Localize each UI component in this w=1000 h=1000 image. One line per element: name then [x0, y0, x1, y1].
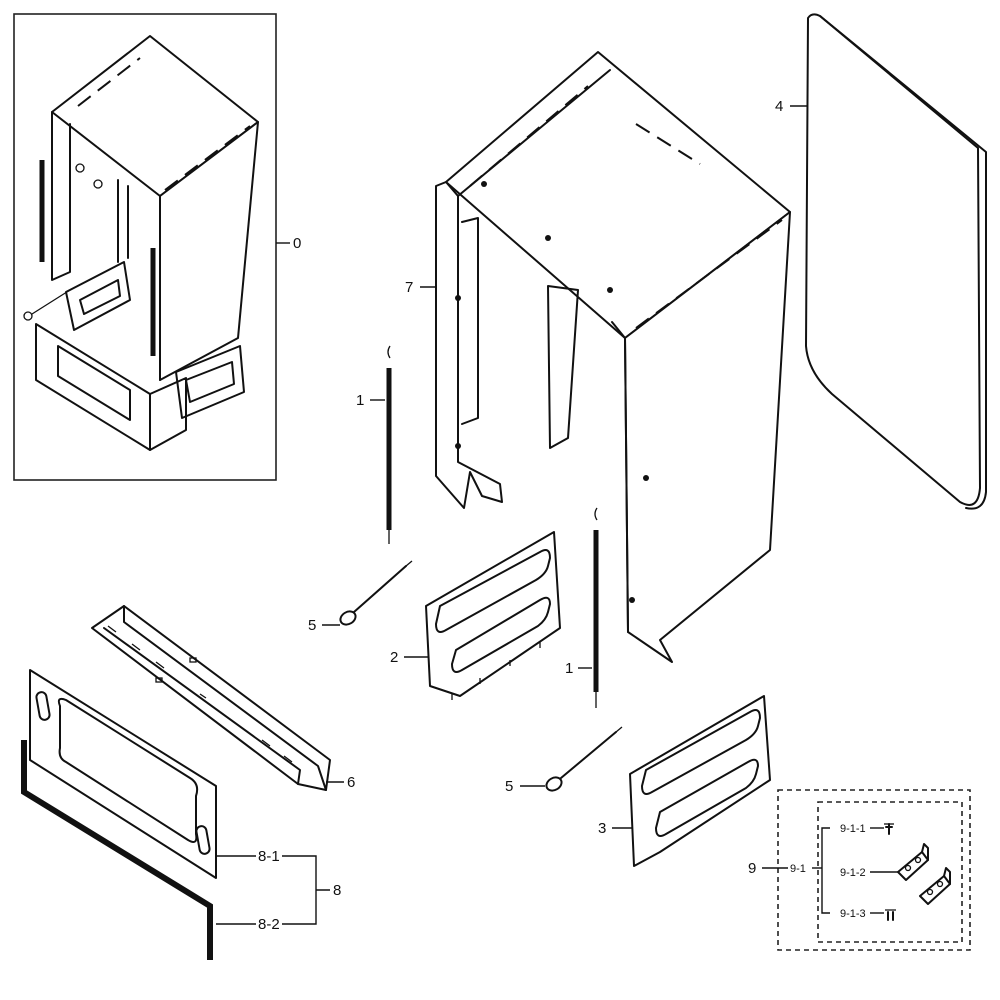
toe-rail-6-body — [91, 605, 331, 791]
callout-9-1-2: 9-1-2 — [840, 867, 866, 879]
inset-left-upright — [51, 111, 71, 281]
toe-rail-6 — [91, 605, 331, 791]
callout-8-2: 8-2 — [258, 916, 280, 933]
inset-assembly-0 — [13, 13, 277, 481]
callout-9-1-1: 9-1-1 — [840, 823, 866, 835]
hinge-bracket-3-plate — [629, 695, 771, 867]
callout-6: 6 — [347, 774, 355, 791]
callout-0: 0 — [293, 235, 301, 252]
callout-8: 8 — [333, 882, 341, 899]
cabinet-inner-rib — [547, 285, 579, 449]
callout-3: 3 — [598, 820, 606, 837]
inset-frame — [13, 13, 277, 481]
hardware-kit-9-frame — [777, 789, 971, 951]
callout-5-upper: 5 — [308, 617, 316, 634]
door-cable-5-upper — [339, 560, 413, 626]
inset-toe-panel — [35, 323, 151, 451]
hardware-kit-9-1-frame — [817, 801, 963, 943]
kick-plate-8-1-body — [29, 669, 217, 879]
screw-9-1-1 — [884, 823, 894, 835]
door-spring-1-upper — [386, 345, 392, 544]
callout-9-1: 9-1 — [790, 863, 806, 875]
cabinet-wrap-left-flange — [435, 181, 503, 509]
callout-1-upper: 1 — [356, 392, 364, 409]
hinge-bracket-3 — [629, 695, 771, 867]
gasket-8-2 — [21, 740, 213, 960]
kick-plate-8-1 — [29, 669, 217, 879]
callout-9: 9 — [748, 860, 756, 877]
side-panel-body — [805, 13, 981, 506]
hinge-plate-9-1-2 — [897, 843, 951, 905]
cabinet-wrap-7 — [435, 51, 791, 663]
callout-1-lower: 1 — [565, 660, 573, 677]
side-panel-4 — [805, 13, 987, 510]
hinge-bracket-2-plate — [425, 531, 561, 697]
hinge-bracket-2 — [425, 531, 561, 700]
door-cable-5-lower — [545, 726, 623, 792]
hardware-kit-9 — [777, 789, 971, 951]
callout-2: 2 — [390, 649, 398, 666]
inset-hinge-left — [65, 261, 131, 331]
screw-9-1-3 — [885, 909, 896, 921]
callout-7: 7 — [405, 279, 413, 296]
callout-8-1: 8-1 — [258, 848, 280, 865]
door-spring-1-lower — [593, 507, 599, 708]
callout-5-lower: 5 — [505, 778, 513, 795]
callout-9-1-3: 9-1-3 — [840, 908, 866, 920]
callout-4: 4 — [775, 98, 783, 115]
